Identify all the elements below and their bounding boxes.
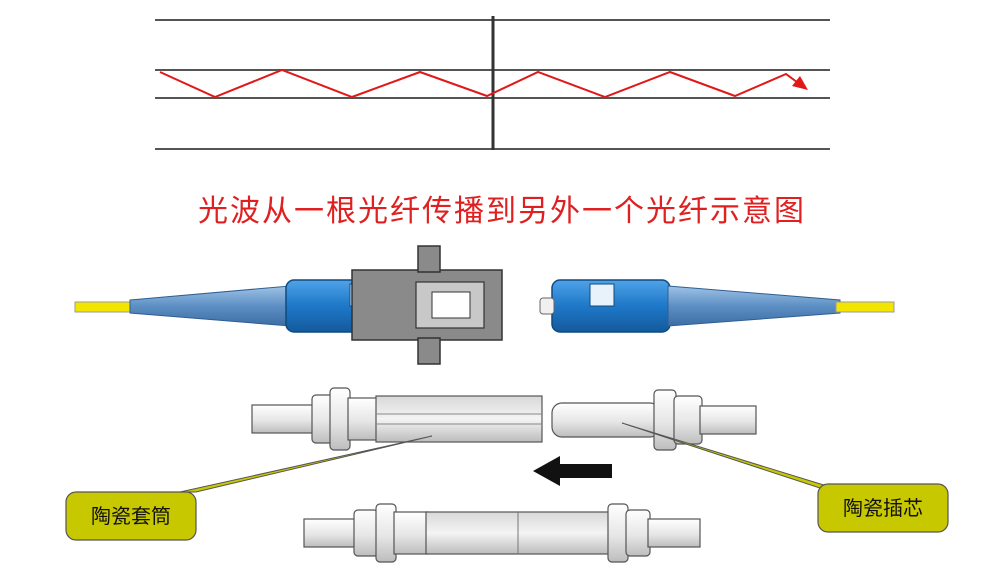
right-connector-boot bbox=[667, 285, 841, 327]
fiber-propagation-figure bbox=[155, 16, 830, 150]
callout-ceramic-ferrule: 陶瓷插芯 bbox=[621, 422, 949, 533]
right-ferrule-tail bbox=[699, 405, 757, 435]
right-ferrule-flange bbox=[673, 395, 703, 445]
left-ferrule-body bbox=[347, 397, 379, 441]
right-connector-ferrule-tip bbox=[539, 297, 555, 315]
left-ferrule-tail bbox=[251, 404, 315, 434]
right-fiber-cable bbox=[835, 301, 895, 313]
callout-ceramic-sleeve: 陶瓷套筒 bbox=[65, 435, 433, 541]
label-ceramic-ferrule: 陶瓷插芯 bbox=[843, 496, 923, 520]
left-connector-boot bbox=[129, 285, 291, 327]
ferrule-sleeve-figure bbox=[251, 387, 757, 451]
label-ceramic-sleeve: 陶瓷套筒 bbox=[91, 504, 171, 528]
left-ferrule-collar bbox=[329, 387, 351, 451]
right-connector-latch bbox=[589, 283, 615, 307]
insert-direction-arrow bbox=[533, 456, 612, 486]
right-ferrule-collar bbox=[653, 389, 677, 451]
light-wave-arrowhead bbox=[792, 76, 808, 90]
diagram-caption: 光波从一根光纤传播到另外一个光纤示意图 bbox=[198, 194, 806, 229]
mated-ferrule-figure bbox=[303, 503, 701, 563]
connector-figure bbox=[74, 245, 895, 365]
light-wave-path bbox=[159, 68, 806, 99]
sc-adapter bbox=[351, 245, 503, 365]
right-ceramic-ferrule bbox=[551, 402, 661, 438]
ceramic-sleeve bbox=[375, 395, 543, 443]
left-fiber-cable bbox=[74, 301, 136, 313]
